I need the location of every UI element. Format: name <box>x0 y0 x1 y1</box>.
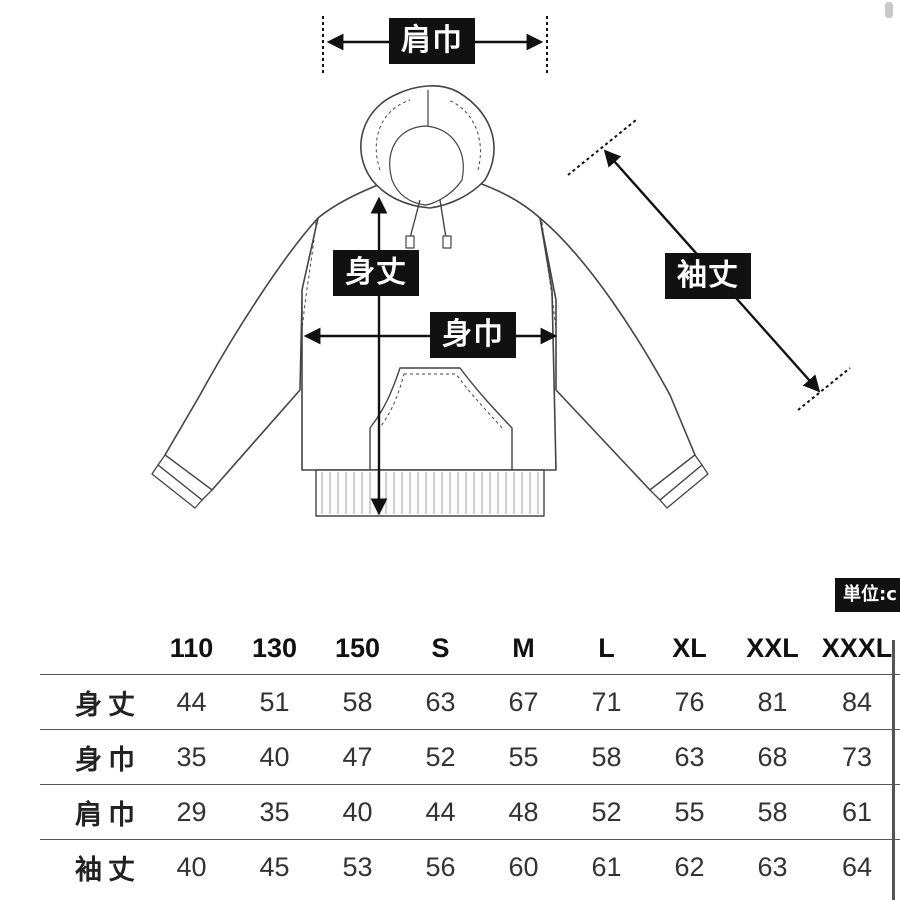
table-cell: 40 <box>259 741 290 772</box>
rib-texture <box>321 472 539 514</box>
scroll-indicator <box>885 2 893 18</box>
table-cell: 44 <box>176 686 207 717</box>
table-cell: 60 <box>508 851 539 882</box>
size-header: M <box>512 632 535 663</box>
table-row: 袖丈 40 45 53 56 60 61 62 63 64 <box>40 839 900 895</box>
right-edge-border <box>892 640 895 900</box>
table-cell: 68 <box>757 741 788 772</box>
table-cell: 81 <box>757 686 788 717</box>
table-cell: 55 <box>508 741 539 772</box>
table-cell: 62 <box>674 851 705 882</box>
table-cell: 52 <box>591 796 622 827</box>
size-header: XXXL <box>821 632 893 663</box>
body-width-label: 身巾 <box>430 312 516 358</box>
body-length-label: 身丈 <box>333 250 419 296</box>
table-cell: 58 <box>591 741 622 772</box>
size-header: XL <box>672 632 707 663</box>
table-cell: 67 <box>508 686 539 717</box>
unit-note: 単位:c <box>835 578 900 612</box>
table-cell: 61 <box>841 796 873 827</box>
table-cell: 56 <box>425 851 456 882</box>
table-cell: 53 <box>342 851 373 882</box>
table-cell: 76 <box>674 686 705 717</box>
table-cell: 44 <box>425 796 456 827</box>
size-header: S <box>431 632 450 663</box>
table-row: 身丈 44 51 58 63 67 71 76 81 84 <box>40 674 900 730</box>
table-cell: 51 <box>259 686 290 717</box>
table-row: 肩巾 29 35 40 44 48 52 55 58 61 <box>40 784 900 840</box>
table-cell: 73 <box>841 741 873 772</box>
size-header: XXL <box>746 632 799 663</box>
table-cell: 63 <box>425 686 456 717</box>
size-chart-table: 110 130 150 S M L XL XXL XXXL 身丈 44 51 5… <box>40 622 900 894</box>
size-header: 130 <box>251 632 298 663</box>
table-cell: 61 <box>591 851 622 882</box>
table-cell: 64 <box>841 851 873 882</box>
row-label: 袖丈 <box>75 854 141 886</box>
size-header: L <box>598 632 615 663</box>
table-cell: 52 <box>425 741 456 772</box>
table-cell: 29 <box>176 796 207 827</box>
table-cell: 58 <box>757 796 788 827</box>
size-header: 150 <box>334 632 381 663</box>
row-label: 肩巾 <box>75 799 141 831</box>
table-cell: 48 <box>508 796 539 827</box>
table-cell: 84 <box>841 686 873 717</box>
size-header-row: 110 130 150 S M L XL XXL XXXL <box>40 622 900 675</box>
table-cell: 58 <box>342 686 373 717</box>
table-cell: 45 <box>259 851 290 882</box>
row-label: 身丈 <box>75 689 141 721</box>
table-cell: 47 <box>342 741 373 772</box>
table-cell: 35 <box>259 796 290 827</box>
hoodie-measurement-diagram <box>151 16 851 517</box>
table-row: 身巾 35 40 47 52 55 58 63 68 73 <box>40 729 900 785</box>
table-cell: 35 <box>176 741 207 772</box>
shoulder-width-label: 肩巾 <box>389 18 475 64</box>
sleeve-length-label: 袖丈 <box>665 253 751 299</box>
hoodie-illustration <box>151 85 709 517</box>
table-cell: 40 <box>176 851 207 882</box>
table-cell: 63 <box>674 741 705 772</box>
row-label: 身巾 <box>75 744 141 776</box>
corner-cell <box>40 622 150 675</box>
table-cell: 71 <box>591 686 622 717</box>
table-cell: 40 <box>342 796 373 827</box>
size-header: 110 <box>169 632 214 663</box>
table-cell: 55 <box>674 796 705 827</box>
table-cell: 63 <box>757 851 788 882</box>
